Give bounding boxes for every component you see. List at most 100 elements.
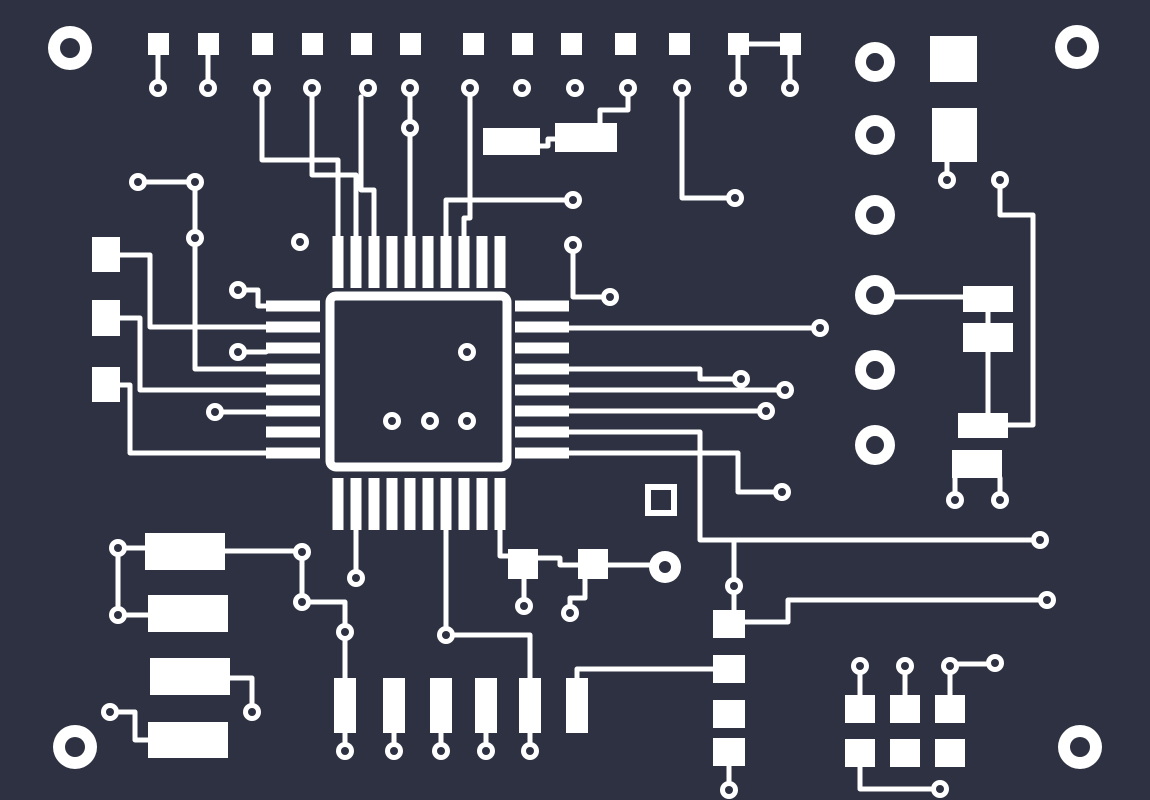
ic-pin-top — [476, 236, 488, 288]
via-hole — [762, 407, 770, 415]
via-hole — [114, 611, 122, 619]
via-hole — [996, 496, 1004, 504]
copper-trace — [117, 382, 269, 456]
copper-trace — [566, 429, 1034, 543]
copper-trace — [259, 94, 341, 239]
ic-inner-via-hole — [426, 417, 434, 425]
via-hole — [296, 238, 304, 246]
via-hole — [134, 178, 142, 186]
via-hole — [390, 747, 398, 755]
solder-pad — [508, 549, 538, 579]
ic-pin-top — [404, 236, 416, 288]
via-hole — [298, 598, 306, 606]
via-hole — [778, 488, 786, 496]
via-hole — [936, 785, 944, 793]
solder-pad — [713, 655, 745, 683]
via-hole — [211, 408, 219, 416]
copper-trace — [597, 94, 631, 126]
mount-hole-hole — [1070, 737, 1090, 757]
via-hole — [781, 386, 789, 394]
solder-pad — [198, 33, 219, 55]
ic-pin-bottom — [422, 478, 434, 530]
copper-trace — [570, 251, 604, 300]
via-hole — [569, 241, 577, 249]
copper-trace — [443, 197, 567, 239]
solder-pad — [713, 738, 745, 766]
ic-pin-left — [266, 300, 320, 312]
solder-pad — [566, 678, 588, 733]
solder-pad — [463, 33, 484, 55]
copper-trace — [566, 450, 776, 495]
solder-pad — [890, 695, 920, 723]
via-hole — [1036, 536, 1044, 544]
large-via-hole — [866, 206, 884, 224]
donut-pad-hole — [659, 561, 671, 573]
via-hole — [154, 84, 162, 92]
solder-pad — [615, 33, 636, 55]
via-hole — [442, 631, 450, 639]
solder-pad — [302, 33, 323, 55]
copper-trace — [461, 94, 473, 239]
solder-pad — [963, 286, 1013, 312]
mount-hole-hole — [60, 38, 80, 58]
via-hole — [248, 708, 256, 716]
ic-pin-bottom — [386, 478, 398, 530]
via-hole — [624, 84, 632, 92]
hollow-pad — [645, 484, 677, 516]
ic-pin-bottom — [458, 478, 470, 530]
via-hole — [1043, 596, 1051, 604]
solder-pad — [334, 678, 356, 733]
copper-trace — [857, 764, 934, 792]
solder-pad — [780, 33, 801, 55]
ic-pin-right — [515, 300, 569, 312]
large-via-hole — [866, 53, 884, 71]
solder-pad — [890, 739, 920, 767]
large-via-hole — [866, 361, 884, 379]
ic-pin-bottom — [440, 478, 452, 530]
ic-pin-bottom — [350, 478, 362, 530]
solder-pad — [930, 36, 977, 82]
via-hole — [520, 602, 528, 610]
via-hole — [991, 659, 999, 667]
copper-trace — [997, 186, 1036, 428]
copper-trace — [535, 555, 581, 568]
copper-trace — [358, 94, 377, 239]
via-hole — [731, 194, 739, 202]
copper-trace — [116, 709, 151, 743]
solder-pad — [963, 323, 1013, 352]
via-hole — [114, 544, 122, 552]
via-hole — [725, 786, 733, 794]
copper-trace — [679, 94, 729, 201]
via-hole — [901, 662, 909, 670]
copper-trace — [244, 287, 269, 309]
solder-pad — [351, 33, 372, 55]
ic-pin-left — [266, 321, 320, 333]
ic-pin-bottom — [368, 478, 380, 530]
solder-pad — [845, 739, 875, 767]
via-hole — [364, 84, 372, 92]
solder-pad — [669, 33, 690, 55]
via-hole — [606, 293, 614, 301]
ic-pin-right — [515, 363, 569, 375]
ic-pin-top — [368, 236, 380, 288]
via-hole — [234, 286, 242, 294]
ic-pin-bottom — [404, 478, 416, 530]
ic-pin-right — [515, 447, 569, 459]
mount-hole-hole — [65, 737, 85, 757]
solder-pad — [713, 610, 745, 638]
via-hole — [437, 747, 445, 755]
large-via-hole — [866, 436, 884, 454]
via-hole — [406, 84, 414, 92]
ic-pin-top — [422, 236, 434, 288]
ic-pin-left — [266, 447, 320, 459]
solder-pad — [932, 108, 977, 162]
solder-pad — [728, 33, 749, 55]
ic-pin-top — [494, 236, 506, 288]
ic-pin-top — [440, 236, 452, 288]
solder-pad — [92, 367, 120, 402]
ic-pin-right — [515, 384, 569, 396]
ic-pin-bottom — [332, 478, 344, 530]
via-hole — [856, 662, 864, 670]
via-hole — [482, 747, 490, 755]
